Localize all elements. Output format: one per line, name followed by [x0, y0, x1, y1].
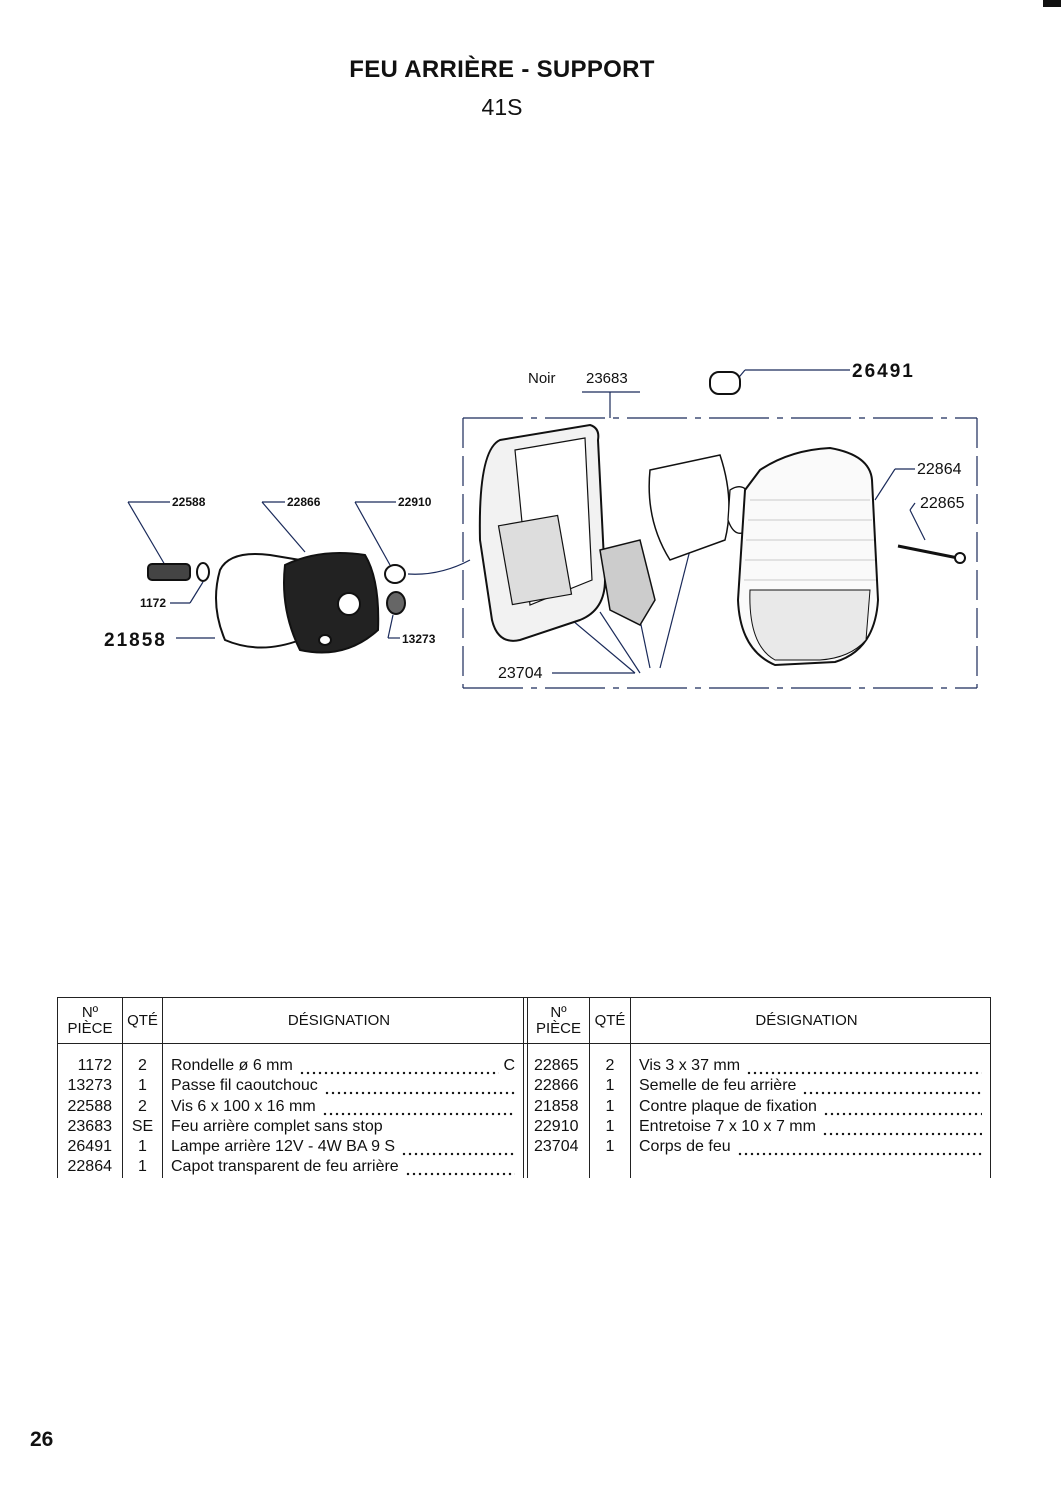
- header-piece: PIÈCE: [535, 1019, 581, 1037]
- dot-leader: [404, 1157, 515, 1178]
- right-no: 23704: [534, 1138, 579, 1156]
- label-22588: 22588: [172, 495, 206, 509]
- header-no: Nº: [550, 1003, 567, 1021]
- right-no: 22866: [534, 1077, 579, 1095]
- label-23704: 23704: [498, 665, 543, 682]
- left-suffix: C: [503, 1057, 515, 1074]
- label-22910: 22910: [398, 495, 432, 509]
- right-qty: 1: [605, 1077, 615, 1095]
- left-no: 23683: [67, 1117, 113, 1135]
- header-piece: PIÈCE: [67, 1019, 113, 1037]
- header-no: Nº: [81, 1003, 99, 1021]
- dot-leader: [802, 1076, 982, 1097]
- right-designation: Vis 3 x 37 mm: [639, 1057, 741, 1074]
- left-qty: 1: [138, 1077, 147, 1095]
- dot-leader: [746, 1056, 982, 1077]
- label-1172: 1172: [140, 596, 166, 610]
- right-qty: 1: [605, 1117, 615, 1135]
- left-no: 22864: [67, 1158, 113, 1176]
- left-designation: Vis 6 x 100 x 16 mm: [171, 1097, 316, 1115]
- scan-mark: [1043, 0, 1061, 7]
- left-qty: 2: [138, 1097, 147, 1115]
- right-qty: 2: [605, 1057, 615, 1074]
- right-designation: Corps de feu: [639, 1138, 731, 1156]
- model-name: 41S: [481, 94, 523, 120]
- column-divider: [523, 997, 528, 1044]
- label-26491: 26491: [852, 361, 915, 382]
- left-no: 26491: [67, 1138, 113, 1156]
- left-designation: Passe fil caoutchouc: [171, 1077, 318, 1095]
- label-22865: 22865: [920, 495, 965, 512]
- right-designation: Entretoise 7 x 10 x 7 mm: [639, 1117, 816, 1135]
- right-designation: Semelle de feu arrière: [639, 1077, 797, 1095]
- left-designation: Lampe arrière 12V - 4W BA 9 S: [171, 1138, 396, 1156]
- label-23683: 23683: [586, 370, 628, 387]
- table-body: 1172 13273 22588 23683 26491 22864 2 1 2…: [57, 1043, 991, 1178]
- left-qty: 1: [138, 1158, 147, 1176]
- header-qty: QTÉ: [589, 997, 631, 1044]
- header-designation: DÉSIGNATION: [162, 997, 524, 1044]
- left-no: 13273: [67, 1077, 113, 1095]
- dot-leader: [821, 1116, 982, 1138]
- page-number: 26: [30, 1428, 54, 1451]
- left-designation: Rondelle ø 6 mm: [171, 1057, 293, 1074]
- right-qty: 1: [605, 1097, 615, 1115]
- label-22864: 22864: [917, 461, 962, 478]
- left-qty: 1: [138, 1138, 147, 1156]
- dot-leader: [401, 1137, 515, 1158]
- header-designation: DÉSIGNATION: [630, 997, 991, 1044]
- right-no: 21858: [534, 1097, 579, 1115]
- dot-leader: [298, 1056, 500, 1077]
- dot-leader: [321, 1096, 515, 1117]
- right-no: 22910: [534, 1117, 579, 1135]
- left-designation: Feu arrière complet sans stop: [171, 1117, 383, 1135]
- exploded-parts-diagram: Noir 23683 26491 22864 22865 22588 22866…: [104, 361, 978, 689]
- left-qty: 2: [138, 1057, 147, 1074]
- column-divider: [523, 1043, 528, 1178]
- left-no: 22588: [67, 1097, 113, 1115]
- page-title: FEU ARRIÈRE - SUPPORT: [349, 56, 655, 83]
- left-designation: Capot transparent de feu arrière: [171, 1158, 399, 1176]
- left-qty: SE: [131, 1117, 154, 1135]
- header-qty: QTÉ: [122, 997, 163, 1044]
- label-noir: Noir: [528, 370, 556, 387]
- right-designation: Contre plaque de fixation: [639, 1097, 817, 1115]
- label-22866: 22866: [287, 495, 321, 509]
- left-no: 1172: [77, 1057, 112, 1074]
- dot-leader: [736, 1137, 982, 1158]
- right-no: 22865: [534, 1057, 579, 1074]
- label-13273: 13273: [402, 632, 436, 646]
- right-qty: 1: [605, 1138, 615, 1156]
- label-21858: 21858: [104, 630, 167, 651]
- dot-leader: [822, 1096, 982, 1117]
- dot-leader: [323, 1076, 515, 1097]
